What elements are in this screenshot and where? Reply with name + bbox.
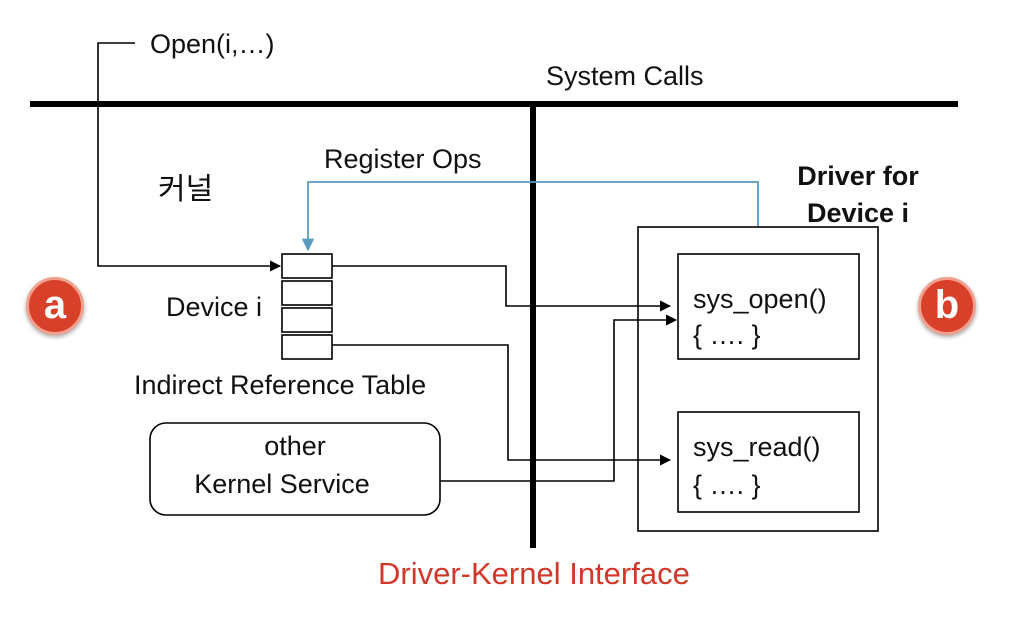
open-call-arrow [97,42,282,272]
sys-open-body: { …. } [693,320,761,350]
indirect-table-label: Indirect Reference Table [134,370,427,400]
kernel-service-box [149,422,441,516]
badge-a: a [26,277,84,335]
indirect-reference-table [281,253,333,360]
sys-read-box [677,411,860,513]
device-i-label: Device i [166,292,263,322]
table-to-sys-open-arrow [332,265,672,312]
badge-b: b [918,277,976,335]
sys-open-to-kernel-service-arrow [402,314,678,487]
kernel-service-line1: other [264,431,326,461]
register-ops-arrow [301,181,759,252]
sys-open-label: sys_open() [693,284,827,314]
table-cell-1 [281,253,333,279]
register-ops-label: Register Ops [324,144,482,174]
kernel-label: 커널 [158,173,214,206]
kernel-service-line2: Kernel Service [194,469,370,499]
sys-open-box [677,253,860,360]
sys-read-body: { …. } [693,470,761,500]
table-cell-4 [281,334,333,360]
sys-read-label: sys_read() [693,432,821,462]
table-cell-3 [281,307,333,333]
driver-kernel-interface-label: Driver-Kernel Interface [378,556,690,591]
table-cell-2 [281,280,333,306]
open-call-label: Open(i,…) [150,29,275,59]
driver-title-line2: Device i [806,198,910,228]
driver-title-line1: Driver for [797,161,919,191]
system-calls-label: System Calls [546,61,704,91]
